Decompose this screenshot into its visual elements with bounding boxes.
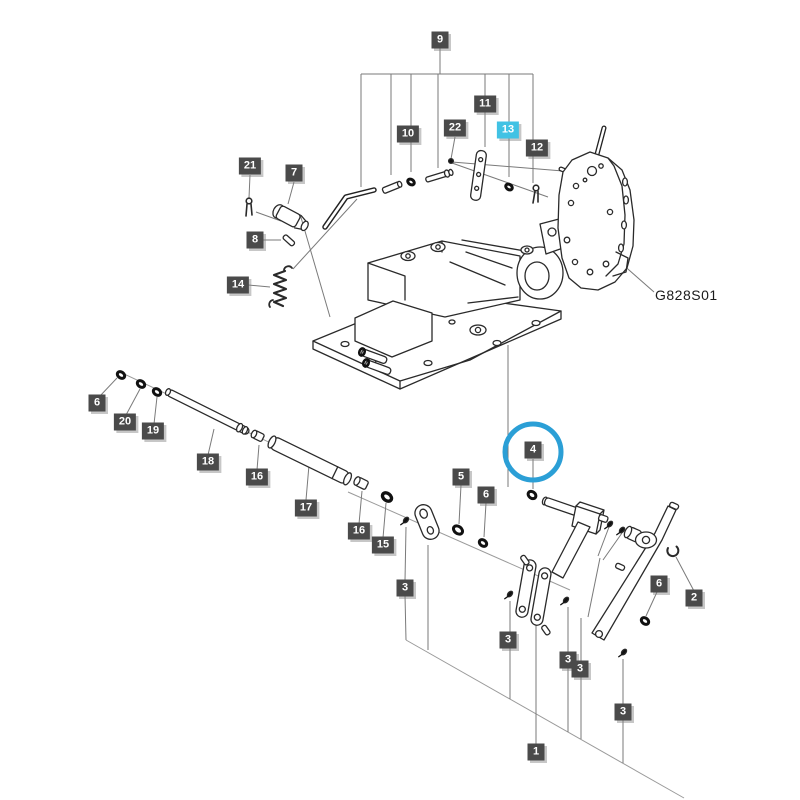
- callout-8[interactable]: 8: [246, 231, 264, 249]
- pin-small: [381, 180, 403, 194]
- o-ring: [406, 177, 416, 187]
- leader-line: [645, 591, 658, 617]
- ball-detent: [447, 157, 455, 165]
- clevis-pin: [282, 234, 296, 247]
- callout-21[interactable]: 21: [238, 157, 262, 175]
- leader-line: [382, 502, 387, 539]
- callout-1[interactable]: 1: [527, 743, 545, 761]
- detent-pin: [604, 520, 626, 536]
- leader-line: [247, 284, 271, 288]
- washer: [639, 616, 651, 626]
- o-ring: [504, 182, 514, 192]
- callout-14[interactable]: 14: [226, 276, 250, 294]
- leader-line: [404, 526, 407, 582]
- callout-4[interactable]: 4: [524, 441, 542, 459]
- callout-6-2[interactable]: 6: [477, 486, 495, 504]
- leader-line: [99, 377, 118, 397]
- callout-3-5[interactable]: 3: [614, 703, 632, 721]
- leader-line: [451, 161, 564, 172]
- callout-3[interactable]: 3: [396, 579, 414, 597]
- washer: [451, 524, 465, 536]
- callout-5[interactable]: 5: [452, 468, 470, 486]
- leader-line: [404, 594, 407, 641]
- clevis-yoke: [272, 204, 309, 232]
- return-spring: [268, 265, 293, 308]
- washer: [380, 491, 394, 503]
- callout-17[interactable]: 17: [294, 499, 318, 517]
- leader-line: [255, 211, 282, 222]
- rod-with-collar: [425, 168, 454, 183]
- leader-line: [153, 396, 158, 425]
- leader-line: [358, 490, 363, 525]
- leader-line: [458, 484, 462, 525]
- leader-line: [602, 532, 623, 561]
- callout-10[interactable]: 10: [396, 125, 420, 143]
- callout-3-4[interactable]: 3: [571, 660, 589, 678]
- leader-line: [287, 181, 295, 205]
- front-pins: [357, 347, 392, 375]
- hydraulic-lift-housing: [312, 218, 564, 390]
- part-code-label: G828S01: [655, 287, 718, 303]
- clevis-link-assembly: [515, 521, 591, 636]
- callout-9[interactable]: 9: [431, 31, 449, 49]
- leader-line: [125, 388, 141, 416]
- leader-line: [256, 444, 260, 471]
- callout-20[interactable]: 20: [113, 413, 137, 431]
- lift-lever-arm: [591, 501, 680, 641]
- cylinder-sleeve: [267, 435, 353, 486]
- callout-7[interactable]: 7: [285, 164, 303, 182]
- detent-pin: [504, 590, 570, 606]
- leader-line: [207, 428, 215, 456]
- annotation-circle-layer: [502, 421, 564, 483]
- link-rod: [164, 388, 250, 435]
- callout-2[interactable]: 2: [685, 589, 703, 607]
- cotter-pin: [245, 197, 253, 217]
- detent-pin: [400, 516, 410, 526]
- leader-line: [451, 162, 549, 198]
- callout-6[interactable]: 6: [88, 394, 106, 412]
- callout-12[interactable]: 12: [525, 139, 549, 157]
- leader-line: [405, 639, 685, 799]
- flat-link-bar: [469, 149, 487, 201]
- callout-18[interactable]: 18: [196, 453, 220, 471]
- leader-line: [292, 198, 358, 270]
- bushing: [353, 476, 369, 490]
- leader-line: [299, 213, 331, 318]
- leader-line: [450, 136, 456, 160]
- callout-3-2[interactable]: 3: [499, 631, 517, 649]
- callout-16-2[interactable]: 16: [347, 522, 371, 540]
- leader-lines: [99, 48, 695, 763]
- bolt-boss: [400, 241, 534, 336]
- callout-11[interactable]: 11: [474, 95, 496, 113]
- leader-line: [305, 464, 310, 501]
- callout-15[interactable]: 15: [371, 536, 395, 554]
- leader-line: [587, 557, 601, 618]
- o-ring: [115, 370, 163, 397]
- leader-line: [597, 526, 610, 557]
- leader-line: [483, 502, 487, 538]
- detent-pin: [618, 648, 628, 658]
- bent-control-rod: [322, 187, 377, 230]
- leader-line: [675, 556, 695, 592]
- anchor-plate: [414, 504, 440, 540]
- callout-19[interactable]: 19: [141, 422, 165, 440]
- callout-13[interactable]: 13: [496, 121, 520, 139]
- callout-16[interactable]: 16: [245, 468, 269, 486]
- snap-ring: [666, 545, 680, 558]
- washer: [526, 489, 538, 501]
- o-ring: [477, 538, 489, 548]
- leader-line: [248, 174, 251, 199]
- side-cover-plate: [557, 125, 635, 291]
- cotter-pin: [532, 184, 540, 204]
- highlight-circle: [502, 421, 564, 483]
- callout-6-3[interactable]: 6: [650, 575, 668, 593]
- callout-22[interactable]: 22: [443, 119, 467, 137]
- bushing: [250, 429, 265, 442]
